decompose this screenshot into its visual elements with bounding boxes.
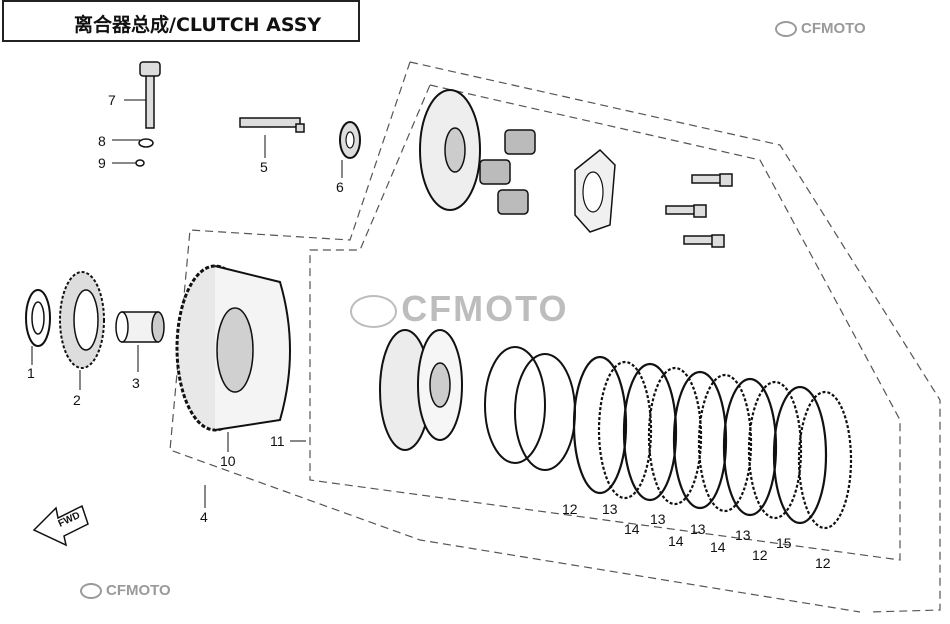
brand-mark-icon	[80, 583, 102, 600]
callout-12: 12	[752, 547, 768, 563]
brand-watermark-center: CFMOTO	[350, 288, 569, 330]
part-1-thrust-washer	[25, 289, 51, 347]
part-7-release-lever	[139, 61, 161, 129]
callout-11: 11	[270, 433, 285, 449]
callout-10: 10	[220, 453, 236, 469]
part-3-bushing	[115, 311, 165, 343]
callout-12: 12	[815, 555, 831, 571]
part-clutch-springs	[479, 129, 536, 215]
callout-labels: 1 2 3 4 5 6 7 8 9 10 11 12 13 14 13 14 1…	[27, 92, 831, 571]
callout-13: 13	[602, 501, 618, 517]
brand-logo-text: CFMOTO	[106, 582, 171, 599]
brand-watermark-text: CFMOTO	[401, 288, 569, 329]
callout-8: 8	[98, 133, 106, 149]
fwd-arrow-icon: FWD	[32, 504, 89, 547]
brand-mark-icon	[775, 21, 797, 38]
part-lifter-plate	[574, 148, 616, 233]
outline-outer-top	[409, 61, 941, 613]
part-5-push-rod	[239, 117, 305, 133]
brand-mark-icon	[350, 295, 398, 328]
diagram-title: 离合器总成/CLUTCH ASSY	[74, 14, 322, 36]
callout-15: 15	[776, 535, 792, 551]
part-8-9-seal-clip	[135, 138, 154, 167]
part-11-clutch-center	[379, 329, 463, 451]
callout-13: 13	[650, 511, 666, 527]
callout-7: 7	[108, 92, 116, 108]
callout-6: 6	[336, 179, 344, 195]
part-10-clutch-housing	[175, 264, 291, 432]
callout-4: 4	[200, 509, 208, 525]
callout-13: 13	[690, 521, 706, 537]
brand-logo-bottom: CFMOTO	[80, 582, 171, 600]
brand-logo-top: CFMOTO	[775, 20, 866, 38]
leader-lines	[31, 99, 343, 508]
callout-12: 12	[562, 501, 578, 517]
callout-14: 14	[668, 533, 684, 549]
part-bolts	[665, 173, 733, 248]
callout-5: 5	[260, 159, 268, 175]
callout-3: 3	[132, 375, 140, 391]
callout-2: 2	[73, 392, 81, 408]
callout-9: 9	[98, 155, 106, 171]
part-6-bearing	[339, 121, 361, 159]
part-pressure-plate	[419, 89, 481, 211]
title-box: 离合器总成/CLUTCH ASSY	[2, 0, 360, 42]
part-wire-rings	[484, 346, 576, 471]
part-2-primary-gear	[59, 271, 105, 369]
outline-group-11	[309, 84, 901, 561]
callout-14: 14	[624, 521, 640, 537]
callout-1: 1	[27, 365, 35, 381]
callout-14: 14	[710, 539, 726, 555]
part-clutch-plates	[572, 355, 853, 530]
brand-logo-text: CFMOTO	[801, 20, 866, 37]
callout-13: 13	[735, 527, 751, 543]
